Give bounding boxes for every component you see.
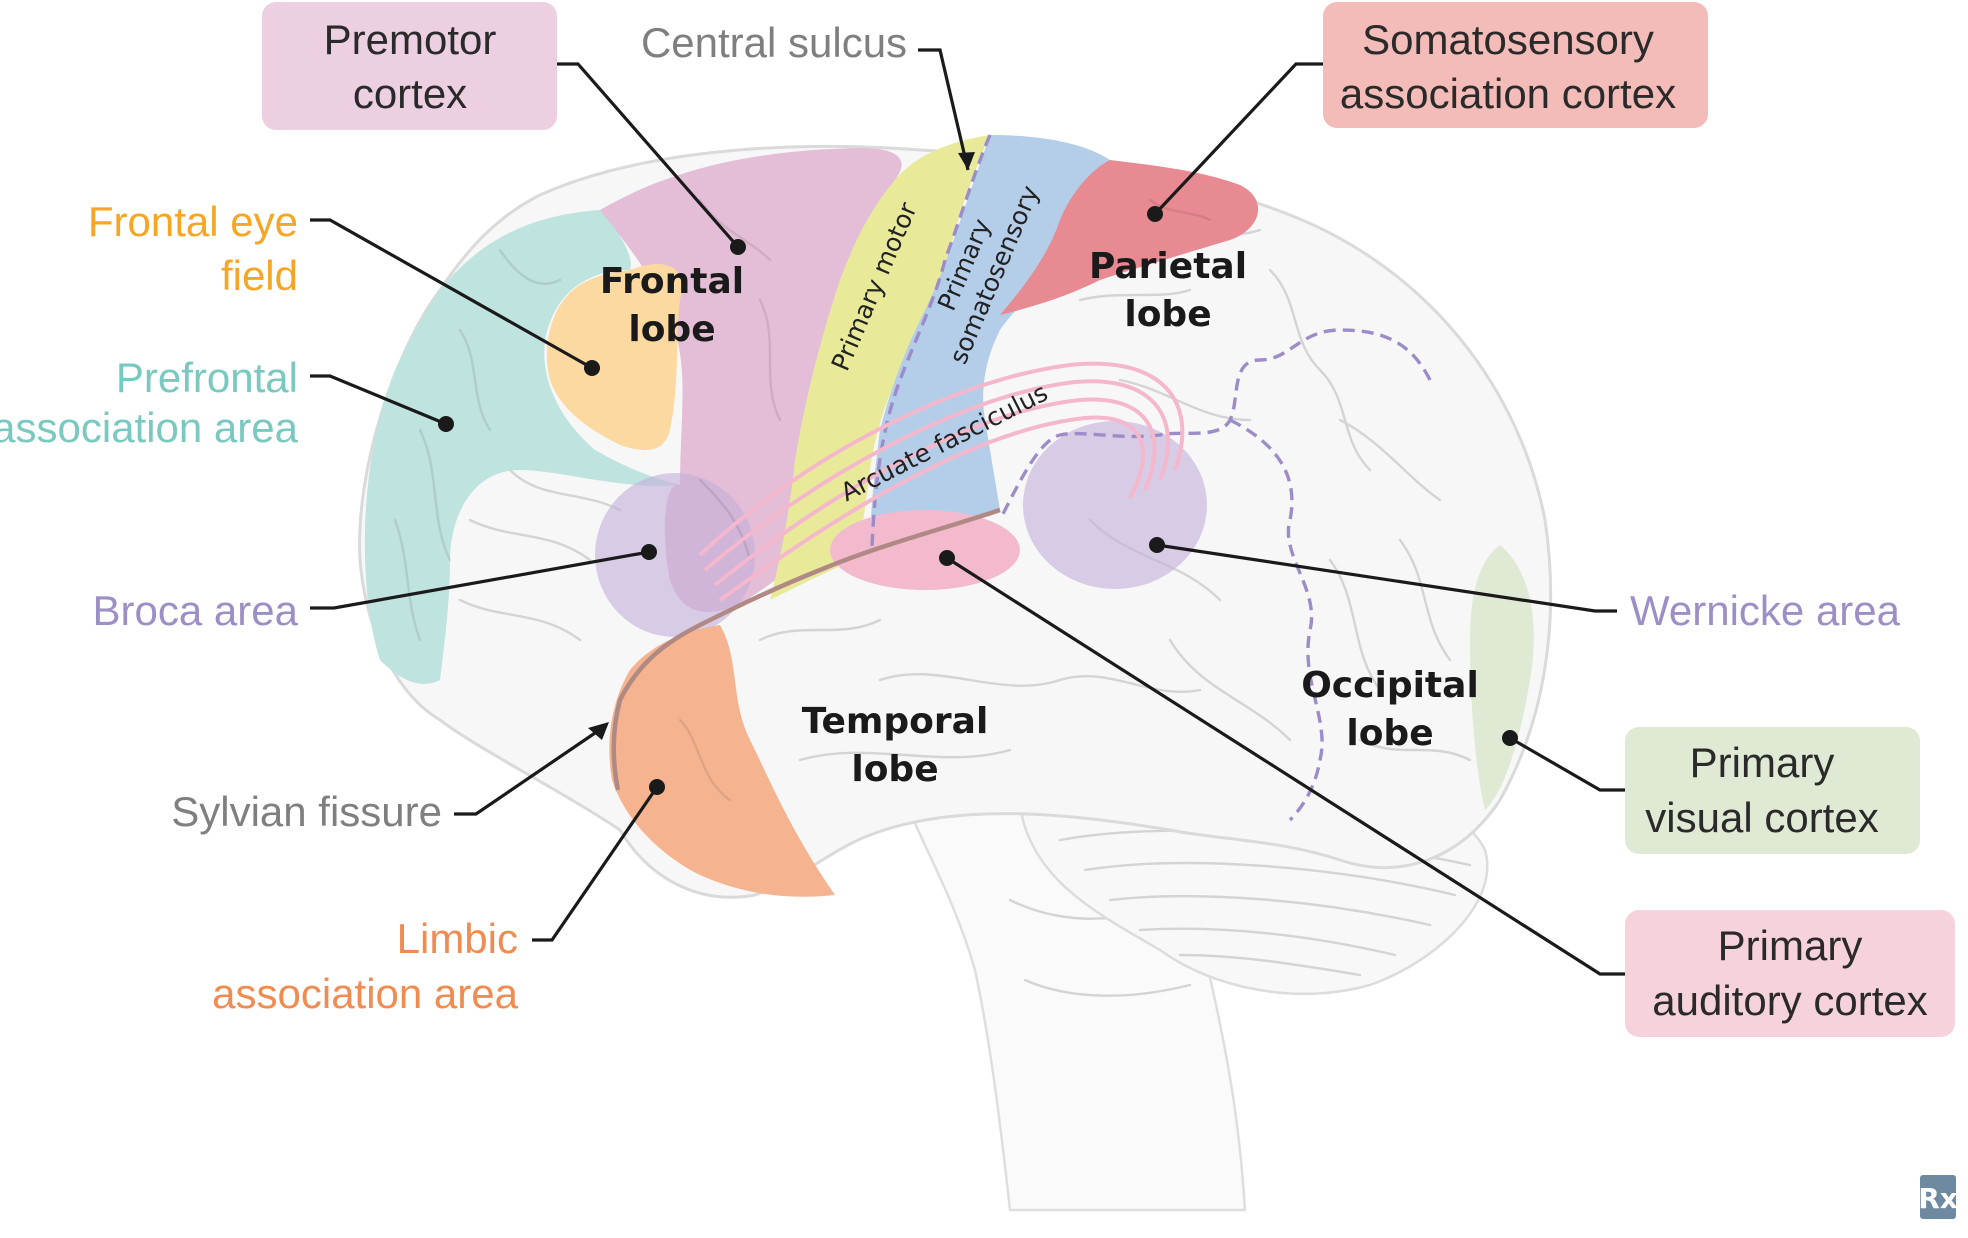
wernicke-label: Wernicke area bbox=[1630, 587, 1901, 634]
sylvian-leader bbox=[454, 731, 596, 816]
leader-lines bbox=[310, 48, 1625, 976]
prefrontal-region bbox=[364, 210, 680, 684]
premotor-label-box bbox=[262, 2, 557, 130]
wernicke-leader bbox=[1156, 543, 1617, 613]
broca-region bbox=[595, 473, 755, 637]
prefrontal-leader bbox=[310, 374, 447, 426]
central-sulcus-line bbox=[870, 134, 992, 549]
primary-auditory-label-line1: Primary bbox=[1718, 922, 1863, 969]
arcuate-fasciculus bbox=[698, 361, 1185, 602]
limbic-region bbox=[609, 625, 835, 897]
somatosensory-assoc-leader bbox=[1153, 62, 1323, 216]
somatosensory-assoc-label-line2: association cortex bbox=[1340, 70, 1676, 117]
somatosensory-assoc-label-box bbox=[1323, 2, 1708, 128]
primary-auditory-label-line2: auditory cortex bbox=[1652, 977, 1927, 1024]
primary-visual-region bbox=[1470, 545, 1534, 810]
somatosensory-assoc-label-line1: Somatosensory bbox=[1362, 16, 1654, 63]
frontal-lobe-label-line2: lobe bbox=[628, 309, 715, 350]
premotor-label-line1: Premotor bbox=[324, 16, 497, 63]
occipital-lobe-label-line2: lobe bbox=[1346, 713, 1433, 754]
primary-visual-label-box bbox=[1625, 727, 1920, 854]
prefrontal-label-line1: Prefrontal bbox=[116, 354, 298, 401]
occipital-lobe-label-line1: Occipital bbox=[1301, 665, 1479, 706]
somatosensory-assoc-region bbox=[1000, 160, 1259, 315]
broca-label: Broca area bbox=[93, 587, 299, 634]
sylvian-arrowhead bbox=[588, 722, 609, 740]
central-sulcus-label: Central sulcus bbox=[641, 19, 907, 66]
primary-auditory-leader bbox=[946, 556, 1625, 976]
primary-visual-label-line2: visual cortex bbox=[1645, 794, 1878, 841]
parietal-lobe-label-line1: Parietal bbox=[1089, 246, 1247, 287]
leader-dots bbox=[438, 206, 1518, 795]
primary-auditory-region bbox=[830, 510, 1020, 590]
prefrontal-label-line2: association area bbox=[0, 404, 299, 451]
sylvian-label: Sylvian fissure bbox=[171, 788, 442, 835]
temporal-lobe-label-line2: lobe bbox=[851, 749, 938, 790]
central-sulcus-arrowhead bbox=[958, 152, 975, 170]
rx-logo: Rx bbox=[1918, 1175, 1958, 1219]
temporal-lobe-label-line1: Temporal bbox=[802, 701, 989, 742]
frontal-eye-leader bbox=[310, 218, 593, 370]
sylvian-fissure-line bbox=[611, 507, 1001, 791]
frontal-eye-label-line1: Frontal eye bbox=[88, 198, 298, 245]
limbic-leader bbox=[532, 786, 659, 942]
frontal-lobe-label-line1: Frontal bbox=[600, 261, 744, 302]
limbic-label-line1: Limbic bbox=[397, 915, 518, 962]
primary-auditory-label-box bbox=[1625, 910, 1955, 1037]
parietal-lobe-label-line2: lobe bbox=[1124, 294, 1211, 335]
temporo-occipital-boundary bbox=[1229, 418, 1324, 822]
frontal-eye-label-line2: field bbox=[221, 252, 298, 299]
premotor-label-line2: cortex bbox=[353, 70, 467, 117]
primary-visual-label-line1: Primary bbox=[1690, 739, 1835, 786]
broca-leader bbox=[310, 550, 650, 610]
premotor-leader bbox=[557, 62, 740, 249]
limbic-label-line2: association area bbox=[212, 970, 518, 1017]
frontal-eye-region bbox=[546, 263, 682, 450]
primary-visual-leader bbox=[1509, 736, 1625, 792]
rx-logo-text: Rx bbox=[1918, 1182, 1958, 1215]
central-sulcus-leader bbox=[918, 48, 970, 171]
